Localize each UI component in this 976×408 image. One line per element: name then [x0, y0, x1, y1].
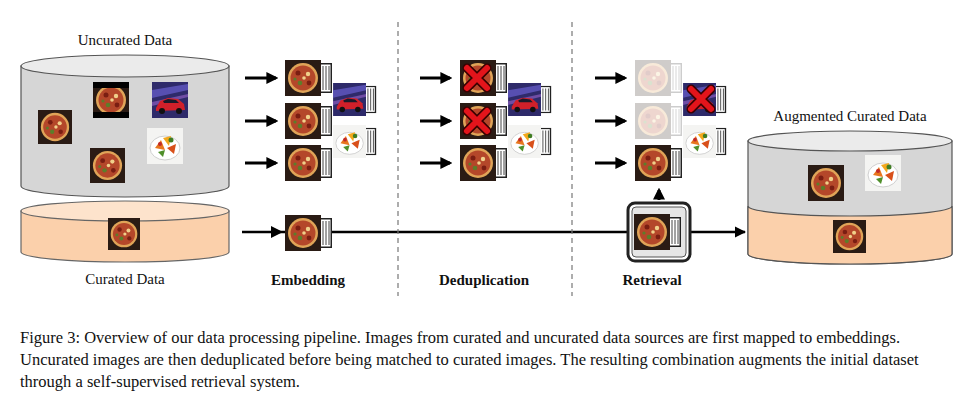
letterbox-bar [93, 112, 129, 118]
salad-thumbnail [865, 155, 901, 191]
flow-arrow [420, 162, 450, 165]
query-arrow [658, 190, 661, 200]
embedded-pizza [635, 103, 681, 139]
reject-cross [467, 111, 487, 131]
stage-divider [397, 22, 398, 296]
embedded-car [683, 83, 725, 116]
embedded-pizza [460, 103, 506, 139]
cylinder-node: Uncurated Data [20, 30, 230, 198]
embedded-pizza [285, 60, 331, 96]
stage-label: Embedding [228, 270, 388, 290]
pizza-thumbnail [833, 220, 866, 253]
pizza-thumbnail [108, 218, 140, 250]
cylinder-shape [20, 54, 230, 198]
cylinder-shape [746, 130, 954, 266]
salad-thumbnail [147, 128, 183, 164]
cylinder-shape [20, 200, 230, 264]
retrieval-query-box [628, 203, 690, 261]
stage-label: Deduplication [404, 270, 564, 290]
faded-match [635, 60, 681, 139]
flow-arrow [245, 162, 276, 165]
embedded-pizza [285, 103, 331, 139]
flow-arrow [595, 120, 625, 123]
cylinder-node: Augmented Curated Data [746, 106, 954, 266]
car-thumbnail [152, 82, 188, 118]
figure-caption: Figure 3: Overview of our data processin… [20, 327, 956, 393]
cylinder-node: Curated Data [20, 200, 230, 289]
reject-cross [467, 68, 487, 88]
pizza-thumbnail [808, 165, 844, 201]
node-heading: Curated Data [85, 269, 165, 289]
retrieval-query-frame [632, 207, 686, 257]
embedded-pizza [635, 60, 681, 96]
embedded-pizza [460, 145, 506, 181]
stage-label: Retrieval [572, 270, 732, 290]
embedded-pizza [460, 60, 506, 96]
embedded-salad [508, 125, 550, 158]
flow-arrow [245, 77, 276, 80]
flow-arrow [245, 120, 276, 123]
pizza-thumbnail [93, 82, 129, 118]
embedded-salad [683, 125, 725, 158]
embedded-salad [333, 125, 375, 158]
flow-arrow [595, 162, 625, 165]
stage-divider [571, 22, 572, 296]
flow-arrow-head [271, 226, 283, 238]
flow-arrow [420, 77, 450, 80]
flow-arrow [595, 77, 625, 80]
embedded-pizza [634, 214, 680, 250]
embedded-pizza [285, 145, 331, 181]
flow-arrow [420, 120, 450, 123]
pizza-thumbnail [90, 148, 125, 183]
embedded-pizza [285, 215, 331, 251]
reject-cross [691, 89, 711, 109]
node-heading: Augmented Curated Data [773, 106, 926, 126]
letterbox-bar [93, 82, 129, 88]
embedded-car [333, 83, 375, 116]
pizza-thumbnail [38, 110, 72, 144]
node-heading: Uncurated Data [78, 30, 173, 50]
embedded-pizza [635, 145, 681, 181]
embedded-car [508, 83, 550, 116]
